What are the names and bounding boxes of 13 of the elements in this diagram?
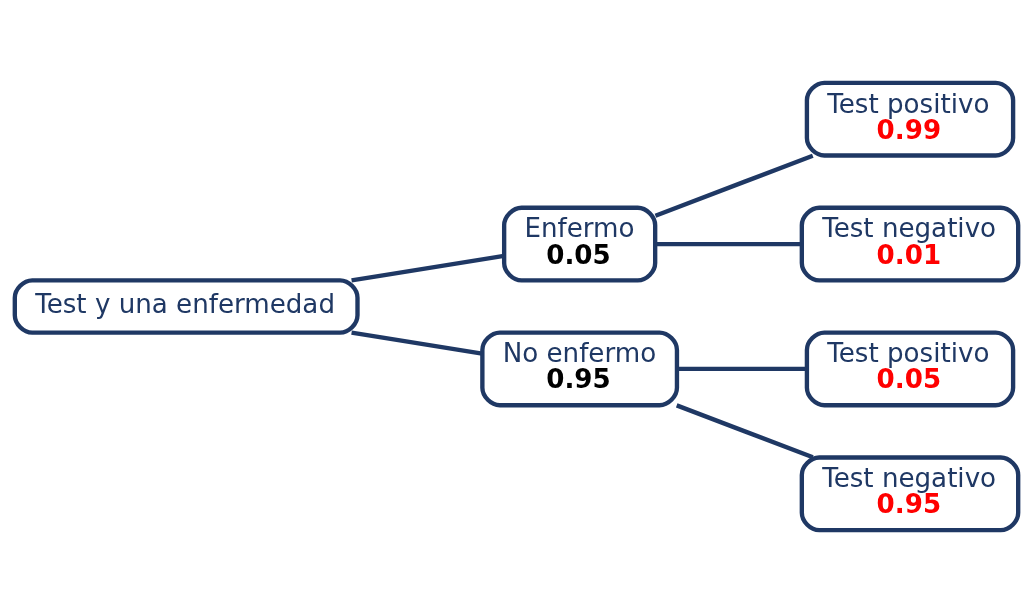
connector [654, 241, 802, 246]
node-box: Enfermo 0.05 [501, 205, 657, 283]
connector [676, 366, 807, 371]
connector [654, 153, 814, 218]
node-box: No enfermo 0.95 [479, 329, 679, 407]
connector [350, 253, 504, 282]
node-box: Test negativo 0.01 [799, 205, 1020, 283]
node-box: Test positivo 0.05 [804, 329, 1015, 407]
node-box: Test y una enfermedad [12, 277, 360, 335]
node-box: Test positivo 0.99 [804, 80, 1015, 158]
node-box: Test negativo 0.95 [799, 454, 1020, 532]
connector [675, 402, 814, 459]
connector [350, 330, 482, 356]
